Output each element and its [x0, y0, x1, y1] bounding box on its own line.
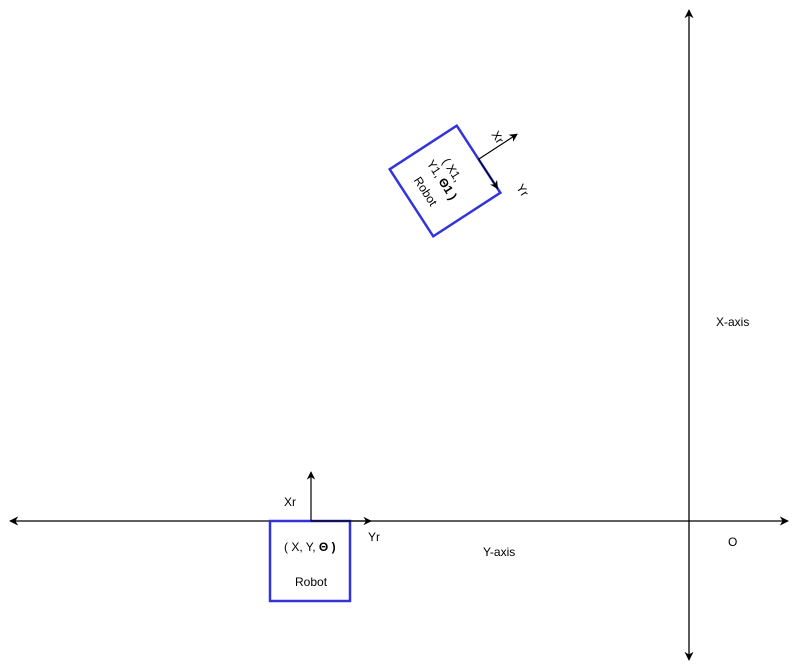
- robot-initial-theta: Θ: [319, 540, 328, 554]
- robot-initial-xr-label: Xr: [284, 495, 296, 509]
- robot-initial-pose: ( X, Y, Θ ): [284, 540, 336, 554]
- robot-initial-body: [268, 519, 352, 603]
- robot-moved: Xr Yr ( X1, Y1, Θ1 ) Robot: [387, 123, 532, 239]
- y-axis-label: Y-axis: [483, 545, 515, 559]
- robot-initial-name: Robot: [295, 575, 328, 589]
- x-axis-label: X-axis: [716, 315, 749, 329]
- robot-moved-body: [387, 123, 503, 239]
- robot-initial: Xr Yr ( X, Y, Θ ) Robot: [268, 471, 380, 603]
- origin-label: O: [728, 535, 737, 549]
- robot-initial-yr-label: Yr: [368, 530, 380, 544]
- robot-moved-yr-label: Yr: [513, 181, 531, 199]
- robot-moved-xr-label: Xr: [489, 128, 507, 146]
- robot-moved-yr-arrow: [478, 158, 499, 190]
- robot-initial-pose-prefix: ( X, Y,: [284, 540, 319, 554]
- robot-initial-pose-suffix: ): [328, 540, 335, 554]
- robot-moved-xr-arrow: [478, 133, 518, 160]
